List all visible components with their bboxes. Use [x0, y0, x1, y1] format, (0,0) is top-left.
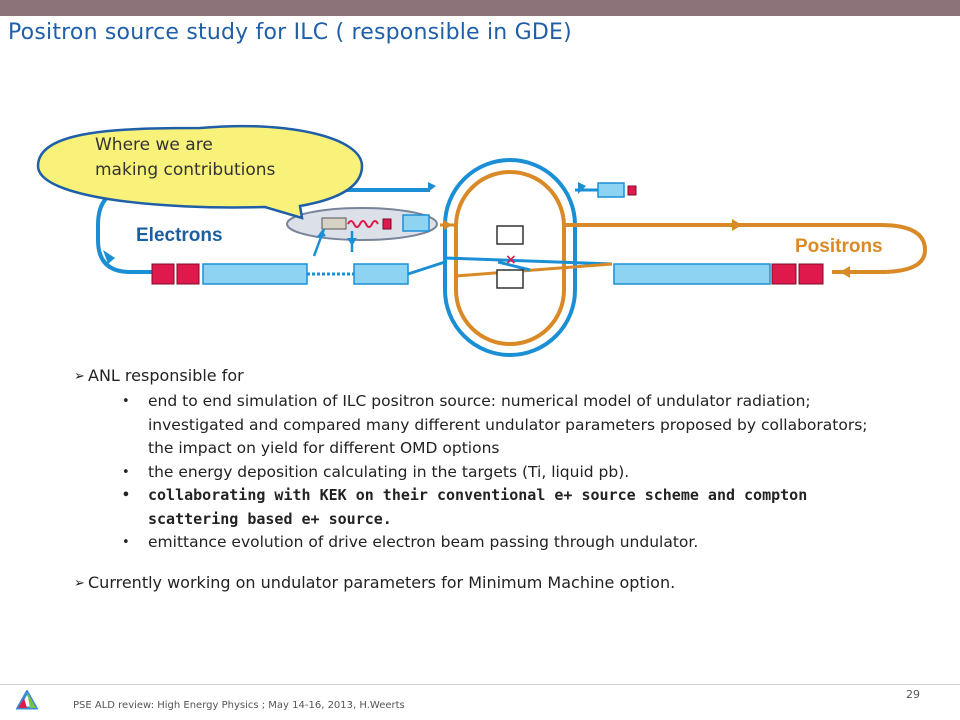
- callout-bubble: [36, 124, 364, 220]
- electron-arrow-icon: [428, 182, 436, 192]
- section-2-heading: ➢ Currently working on undulator paramet…: [74, 571, 894, 595]
- list-item: •emittance evolution of drive electron b…: [74, 531, 894, 555]
- damping-ring-outer: [443, 158, 577, 357]
- positron-source-highlight: [286, 207, 438, 241]
- source-target-box: [382, 218, 392, 230]
- positron-linac: [613, 263, 771, 285]
- arrow-bullet-icon: ➢: [74, 369, 85, 384]
- footer-text: PSE ALD review: High Energy Physics ; Ma…: [73, 700, 405, 711]
- page-number: 29: [906, 688, 920, 701]
- positron-arrow-icon: [732, 219, 742, 231]
- bullet-dot-icon: •: [122, 535, 130, 550]
- section-1-heading: ➢ ANL responsible for: [74, 364, 894, 388]
- footer-divider: [0, 684, 960, 685]
- bullet-dot-icon: •: [122, 394, 130, 409]
- small-magnet-box: [627, 185, 637, 196]
- list-item: •end to end simulation of ILC positron s…: [122, 392, 868, 457]
- source-box-left: [321, 217, 347, 230]
- bullet-dot-icon: •: [122, 464, 130, 480]
- section-1-heading-text: ANL responsible for: [88, 366, 244, 385]
- detector-box-top: [496, 225, 524, 245]
- callout-line-2: making contributions: [95, 160, 276, 180]
- electron-magnet-1: [151, 263, 175, 285]
- positron-beamline: [564, 223, 928, 274]
- electron-magnet-2: [176, 263, 200, 285]
- positrons-label: Positrons: [795, 236, 883, 257]
- electrons-label: Electrons: [136, 225, 223, 246]
- small-linac-box: [597, 182, 625, 198]
- arrow-bullet-icon: ➢: [74, 575, 85, 591]
- top-banner: [0, 0, 960, 16]
- positron-arrow-icon: [840, 266, 850, 278]
- electron-linac-2: [353, 263, 409, 285]
- bullet-dot-icon: •: [122, 488, 130, 503]
- callout-line-1: Where we are: [95, 135, 213, 155]
- responsibility-list: •end to end simulation of ILC positron s…: [74, 390, 894, 555]
- source-box-right: [402, 214, 430, 232]
- positron-magnet-1: [771, 263, 797, 285]
- electron-arrow-icon: [103, 250, 115, 264]
- list-item: •collaborating with KEK on their convent…: [122, 486, 808, 528]
- section-2-heading-text: Currently working on undulator parameter…: [88, 572, 676, 592]
- positron-magnet-2: [798, 263, 824, 285]
- undulator-icon: [347, 220, 379, 228]
- list-item: •the energy deposition calculating in th…: [74, 461, 894, 485]
- slide-title: Positron source study for ILC ( responsi…: [8, 20, 572, 45]
- callout-text: Where we are making contributions: [95, 133, 275, 183]
- svg-text:×: ×: [505, 252, 517, 268]
- argonne-logo-icon: [16, 690, 38, 710]
- detector-box-bottom: [496, 269, 524, 289]
- slide-body: ➢ ANL responsible for •end to end simula…: [74, 364, 894, 595]
- ilc-schematic-diagram: × Electrons Positrons: [36, 124, 928, 357]
- electron-cross-line: [444, 256, 613, 266]
- electron-linac: [202, 263, 308, 285]
- positron-cross-line: [455, 262, 613, 278]
- electron-extraction-line: [512, 140, 560, 160]
